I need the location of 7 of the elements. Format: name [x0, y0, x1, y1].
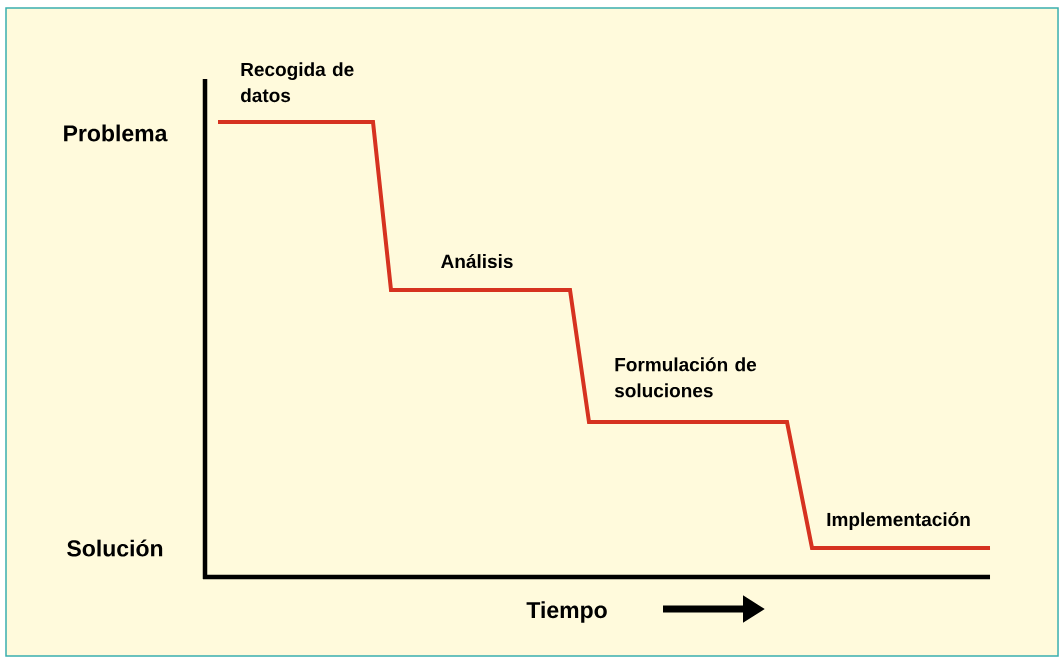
stage-label: Implementación [827, 512, 970, 530]
stage-label: Recogida de datos [241, 62, 354, 103]
axis-label: Tiempo [526, 601, 607, 623]
stage-label: Formulación de soluciones [614, 357, 757, 398]
axis-label: Problema [64, 124, 168, 142]
axis-label: Solución [67, 539, 163, 557]
stage-label: Análisis [441, 253, 513, 269]
